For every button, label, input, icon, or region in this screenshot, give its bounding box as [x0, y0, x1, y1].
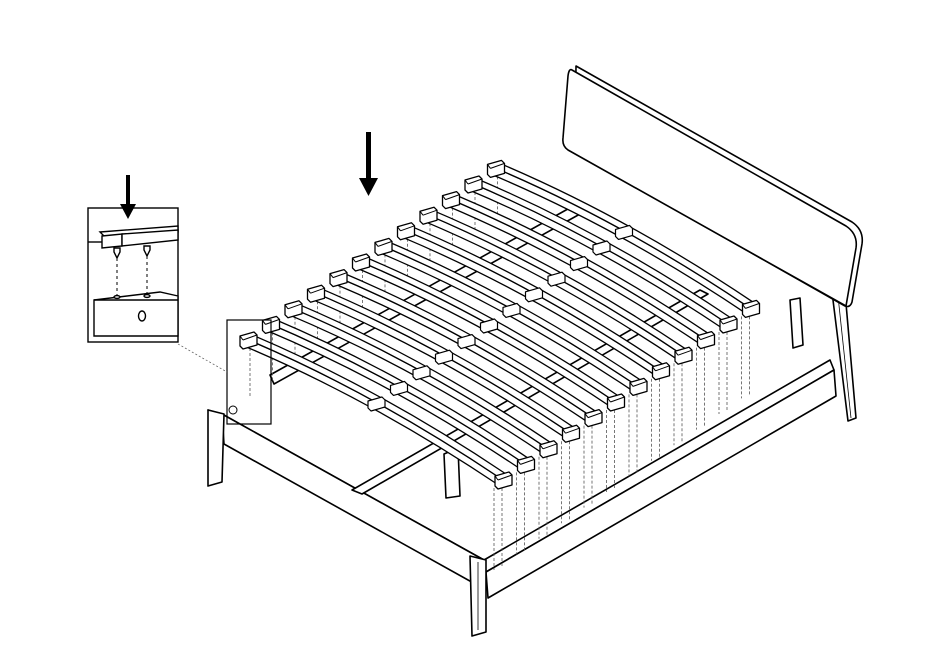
foot-leg-left: [208, 410, 224, 486]
headboard-leg-left: [790, 298, 803, 348]
bed-frame: [208, 205, 836, 636]
detail-slat-end: [102, 234, 122, 248]
slat-group: [240, 160, 760, 570]
main-downward-arrow: [359, 132, 378, 196]
detail-rail-block: [94, 292, 178, 336]
headboard-leg-right: [832, 292, 856, 421]
detail-inset: [88, 208, 178, 342]
